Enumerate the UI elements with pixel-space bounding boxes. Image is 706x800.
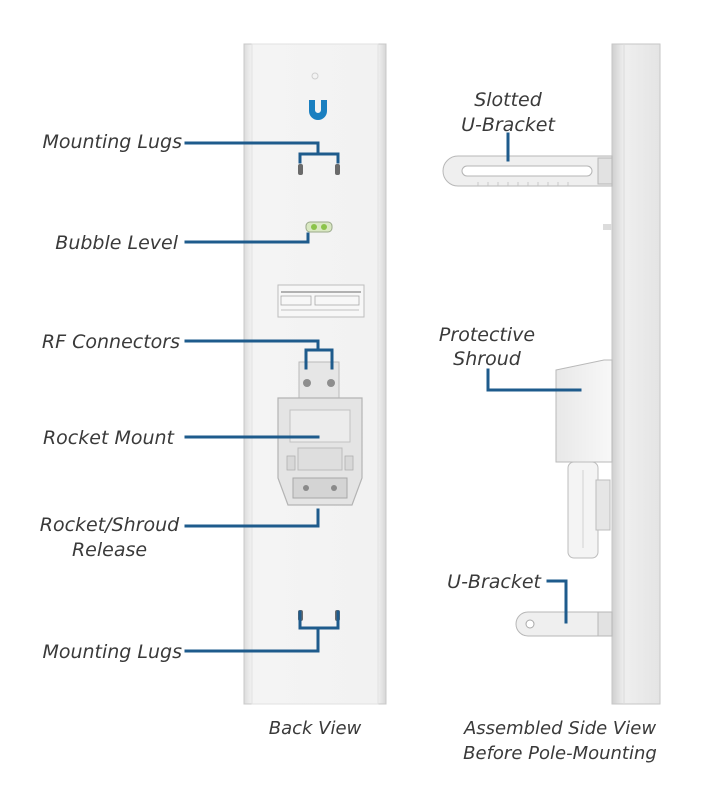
label-rocket-mount: Rocket Mount (42, 427, 174, 449)
side-view-panel (603, 43, 661, 705)
ubiquiti-logo-icon (309, 100, 327, 120)
protective-shroud-drawing (555, 359, 613, 559)
callout-rocket-shroud-release (184, 508, 320, 528)
callout-lines (184, 132, 582, 653)
label-slotted-line1: Slotted (474, 89, 542, 111)
label-mounting-lugs-top: Mounting Lugs (42, 131, 182, 153)
label-u-bracket-slotted-line2: U-Bracket (461, 114, 555, 136)
label-u-bracket: U-Bracket (447, 571, 541, 593)
slotted-u-bracket-drawing (442, 155, 613, 187)
rocket-mount-drawing (277, 397, 363, 506)
product-label-sticker (277, 284, 365, 318)
bubble-level-icon (305, 221, 333, 233)
callout-u-bracket (546, 579, 568, 624)
caption-side-view-line2: Before Pole-Mounting (463, 743, 657, 764)
label-protective-line1: Protective (438, 324, 536, 346)
label-rocket-shroud-release-line2: Release (71, 539, 148, 561)
label-bubble-level: Bubble Level (55, 232, 178, 254)
mounting-lugs-top-drawing (298, 164, 340, 175)
caption-back-view: Back View (268, 718, 362, 739)
label-mounting-lugs-bottom: Mounting Lugs (42, 641, 182, 663)
callout-protective-shroud (486, 368, 582, 392)
u-bracket-drawing (515, 611, 613, 637)
callout-bubble-level (184, 232, 310, 244)
label-shroud-line2: Shroud (453, 348, 521, 370)
label-rf-connectors: RF Connectors (41, 331, 180, 353)
label-rocket-shroud-release-line1: Rocket/Shroud (39, 514, 180, 536)
caption-side-view-line1: Assembled Side View (463, 718, 657, 739)
